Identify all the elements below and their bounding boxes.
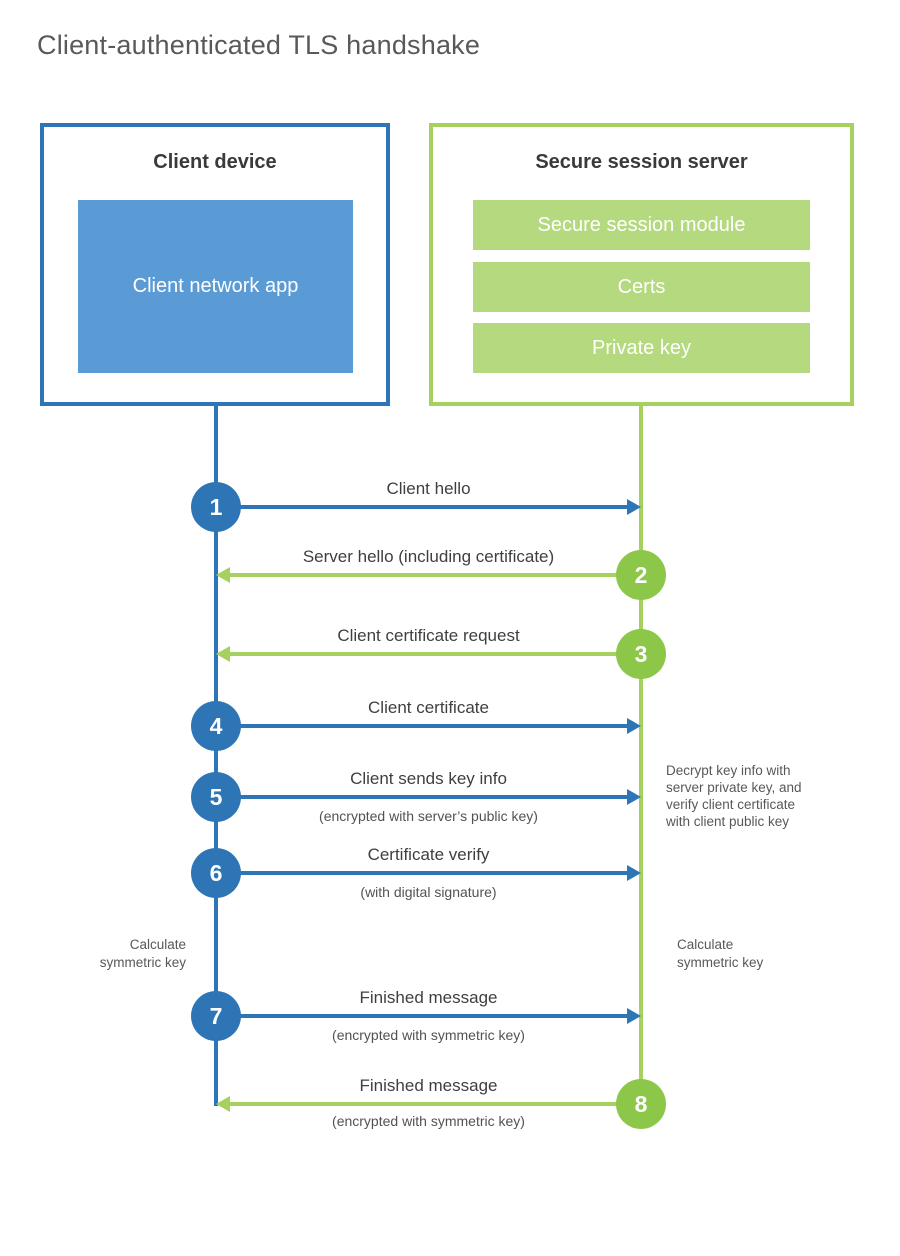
step-2-label: Server hello (including certificate) bbox=[302, 547, 555, 566]
client-network-app-box: Client network app bbox=[78, 200, 353, 373]
step-5-sublabel: (encrypted with server’s public key) bbox=[319, 808, 538, 824]
step-4-label: Client certificate bbox=[368, 698, 489, 717]
server-module-certs: Certs bbox=[473, 262, 810, 312]
server-module-secure-session: Secure session module bbox=[473, 200, 810, 250]
step-2-circle: 2 bbox=[616, 550, 666, 600]
step-4-arrow-line bbox=[216, 724, 628, 728]
step-6-label: Certificate verify bbox=[367, 845, 490, 864]
client-device-title: Client device bbox=[153, 151, 277, 173]
step-6-arrow-right-icon bbox=[627, 865, 641, 881]
step-8-arrow-left-icon bbox=[216, 1096, 230, 1112]
step-8-arrow-line bbox=[230, 1102, 641, 1106]
step-5-label: Client sends key info bbox=[350, 769, 507, 788]
step-8-sublabel: (encrypted with symmetric key) bbox=[332, 1113, 525, 1129]
step-7-label: Finished message bbox=[359, 988, 498, 1007]
step-6-arrow-line bbox=[216, 871, 628, 875]
step-5-arrow-right-icon bbox=[627, 789, 641, 805]
step-1-circle: 1 bbox=[191, 482, 241, 532]
calculate-symmetric-key-right-note: Calculate symmetric key bbox=[677, 937, 764, 970]
step-3-circle: 3 bbox=[616, 629, 666, 679]
server-module-private-key: Private key bbox=[473, 323, 810, 373]
step-8-label: Finished message bbox=[359, 1076, 498, 1095]
step-6-sublabel: (with digital signature) bbox=[360, 884, 497, 900]
step-1-arrow-right-icon bbox=[627, 499, 641, 515]
calculate-symmetric-key-left-note: Calculate symmetric key bbox=[99, 937, 186, 970]
step-3-arrow-left-icon bbox=[216, 646, 230, 662]
page-title: Client-authenticated TLS handshake bbox=[37, 30, 481, 60]
server-lifeline bbox=[639, 405, 643, 1104]
secure-session-server-title: Secure session server bbox=[535, 151, 748, 173]
step-6-circle: 6 bbox=[191, 848, 241, 898]
step-7-arrow-line bbox=[216, 1014, 628, 1018]
step-7-sublabel: (encrypted with symmetric key) bbox=[332, 1027, 525, 1043]
step-2-arrow-left-icon bbox=[216, 567, 230, 583]
client-device-box: Client device Client network app bbox=[40, 123, 390, 406]
step-1-label: Client hello bbox=[386, 479, 471, 498]
step-2-arrow-line bbox=[230, 573, 641, 577]
step-7-circle: 7 bbox=[191, 991, 241, 1041]
step-7-arrow-right-icon bbox=[627, 1008, 641, 1024]
step-5-arrow-line bbox=[216, 795, 628, 799]
decrypt-note: Decrypt key info with server private key… bbox=[666, 763, 802, 829]
step-3-arrow-line bbox=[230, 652, 641, 656]
step-8-circle: 8 bbox=[616, 1079, 666, 1129]
secure-session-server-box: Secure session server Secure session mod… bbox=[429, 123, 854, 406]
step-4-circle: 4 bbox=[191, 701, 241, 751]
step-5-circle: 5 bbox=[191, 772, 241, 822]
step-1-arrow-line bbox=[216, 505, 628, 509]
client-network-app-label: Client network app bbox=[132, 275, 299, 297]
step-3-label: Client certificate request bbox=[337, 626, 520, 645]
step-4-arrow-right-icon bbox=[627, 718, 641, 734]
client-lifeline bbox=[214, 405, 218, 1106]
